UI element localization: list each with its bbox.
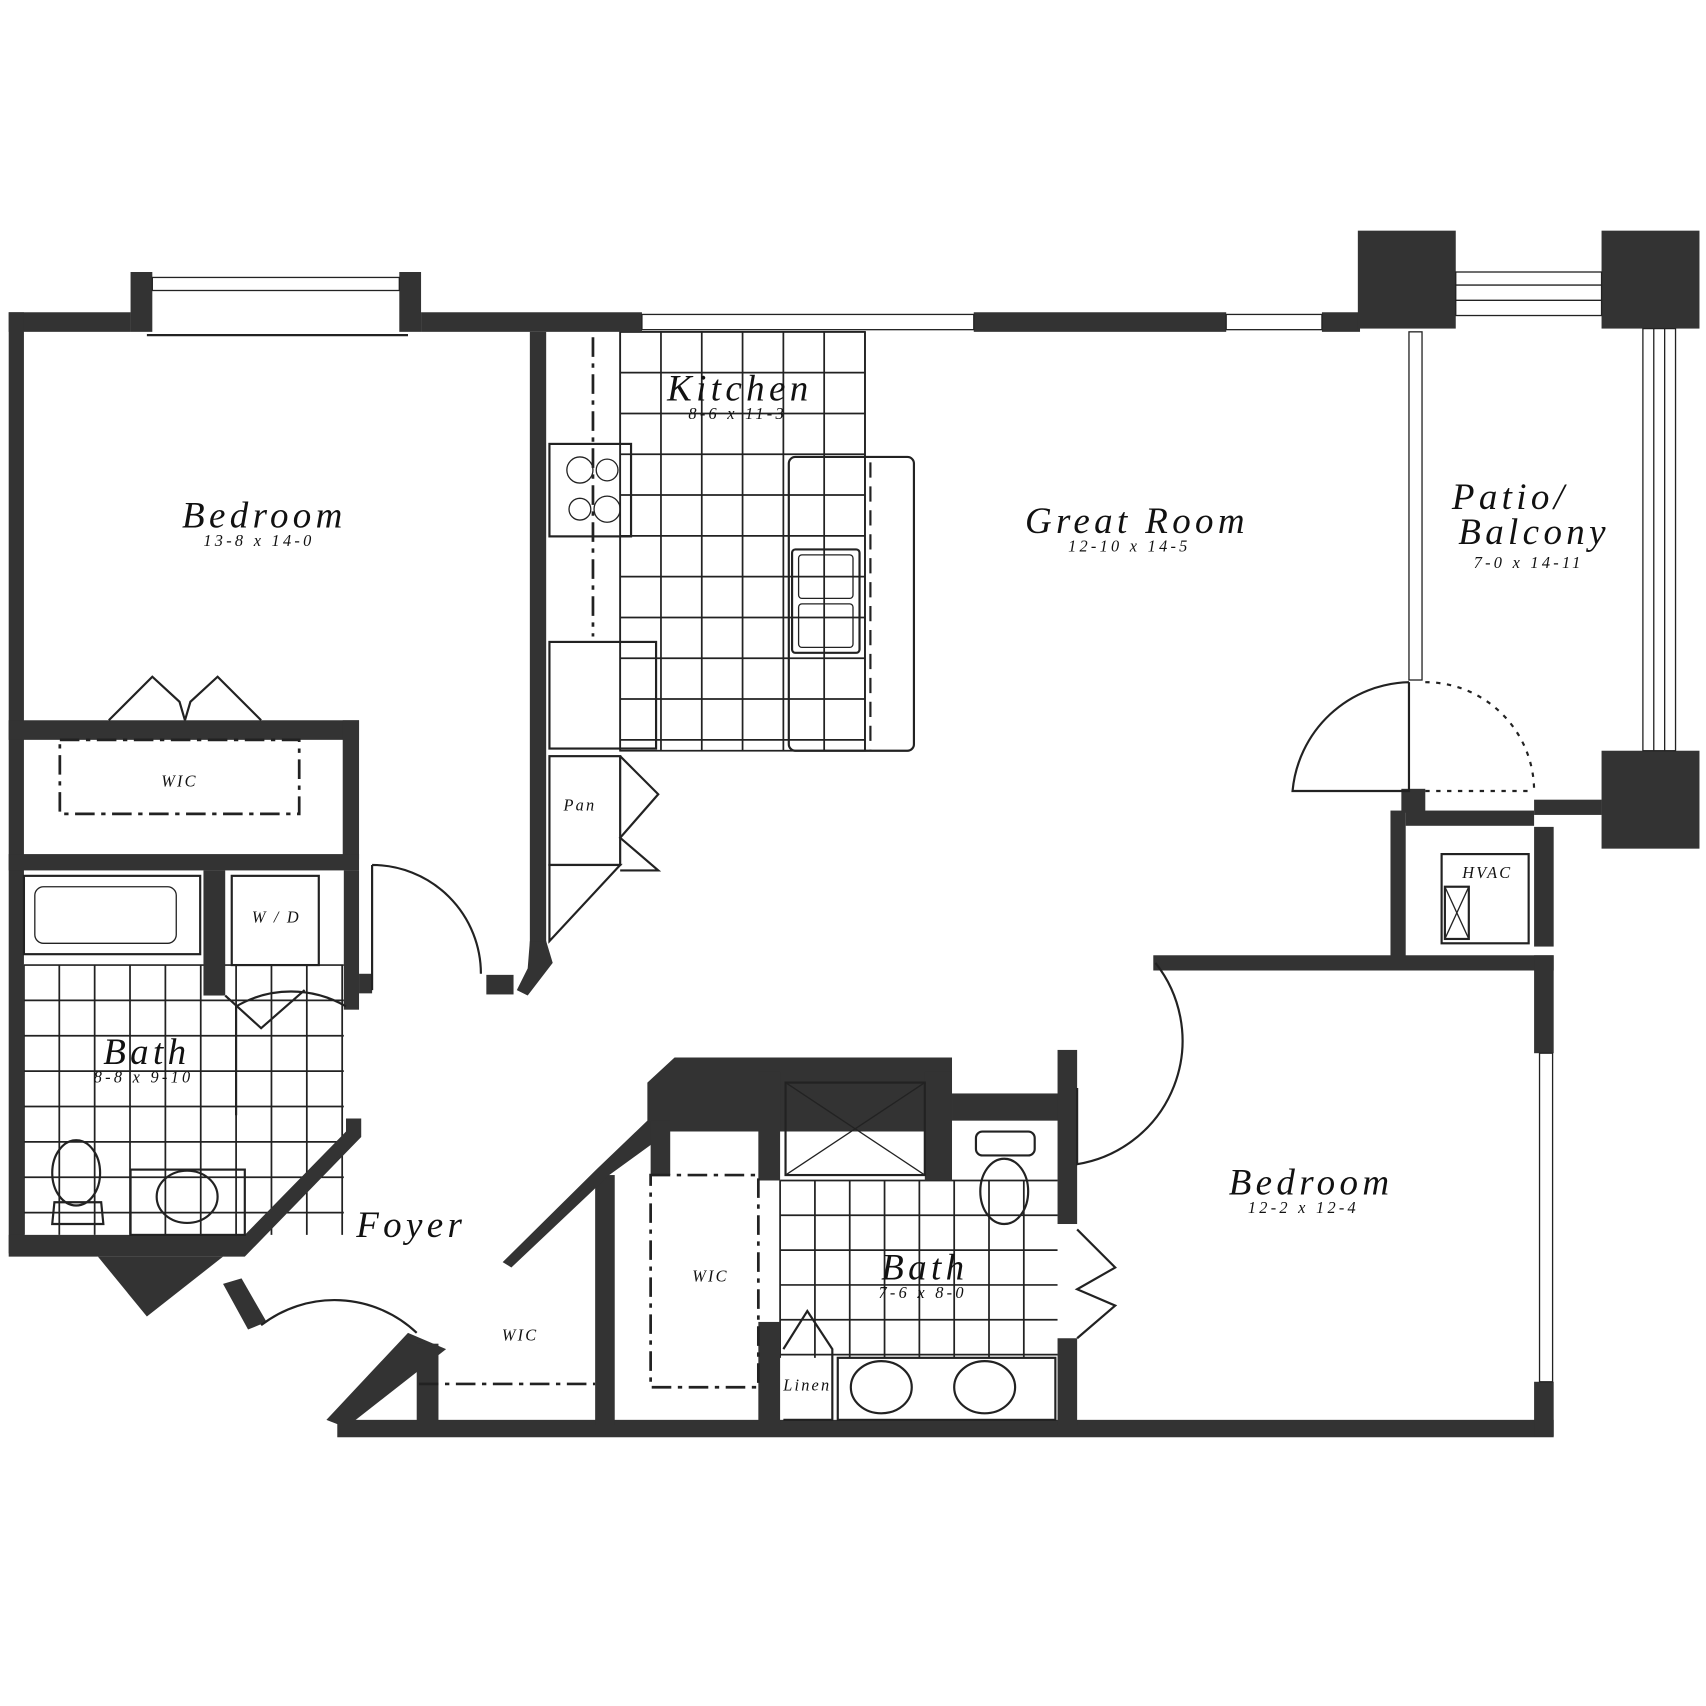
pantry-label: Pan <box>563 796 597 815</box>
bath1-label: Bath <box>103 1032 190 1073</box>
bath2-tile-floor <box>779 1179 1058 1358</box>
kitchen-label: Kitchen <box>666 368 813 409</box>
bath1-size: 8-8 x 9-10 <box>94 1068 194 1087</box>
refrigerator-icon <box>548 640 658 750</box>
patio-size: 7-0 x 14-11 <box>1474 553 1584 572</box>
sink-icon <box>849 1360 913 1415</box>
bath2-size: 7-6 x 8-0 <box>878 1283 966 1302</box>
great-room-label: Great Room <box>1025 501 1249 542</box>
bath2-label: Bath <box>881 1248 968 1289</box>
sink-icon <box>790 548 861 654</box>
kitchen-tile-floor <box>619 330 866 752</box>
wic-label: WIC <box>161 772 197 791</box>
doors <box>108 675 1536 1340</box>
washer-dryer-label: W / D <box>252 908 301 927</box>
patio-label-line1: Patio/ <box>1451 477 1569 518</box>
bathtub-icon <box>22 874 202 956</box>
kitchen-island <box>787 455 916 752</box>
bedroom2-size: 12-2 x 12-4 <box>1248 1198 1359 1217</box>
great-room-size: 12-10 x 14-5 <box>1068 537 1191 556</box>
hvac-unit-icon <box>1440 853 1530 945</box>
bedroom1-size: 13-8 x 14-0 <box>203 531 314 550</box>
hvac-label: HVAC <box>1461 863 1512 882</box>
fixtures <box>22 337 1530 1421</box>
toilet-icon <box>974 1130 1036 1157</box>
sink-icon <box>953 1360 1017 1415</box>
shower-icon <box>784 1081 926 1177</box>
walls <box>8 230 1700 1438</box>
bedroom1-label: Bedroom <box>182 496 347 537</box>
windows <box>146 271 1677 1383</box>
bedroom2-label: Bedroom <box>1229 1163 1394 1204</box>
kitchen-size: 8-6 x 11-3 <box>688 404 786 423</box>
foyer-label: Foyer <box>355 1205 466 1246</box>
wic-label: WIC <box>692 1267 728 1286</box>
linen-label: Linen <box>782 1375 831 1394</box>
patio-label-line2: Balcony <box>1458 512 1610 553</box>
stove-icon <box>548 442 633 538</box>
washer-dryer-icon <box>230 874 320 967</box>
sink-icon <box>155 1169 219 1225</box>
wic-label: WIC <box>502 1325 538 1344</box>
